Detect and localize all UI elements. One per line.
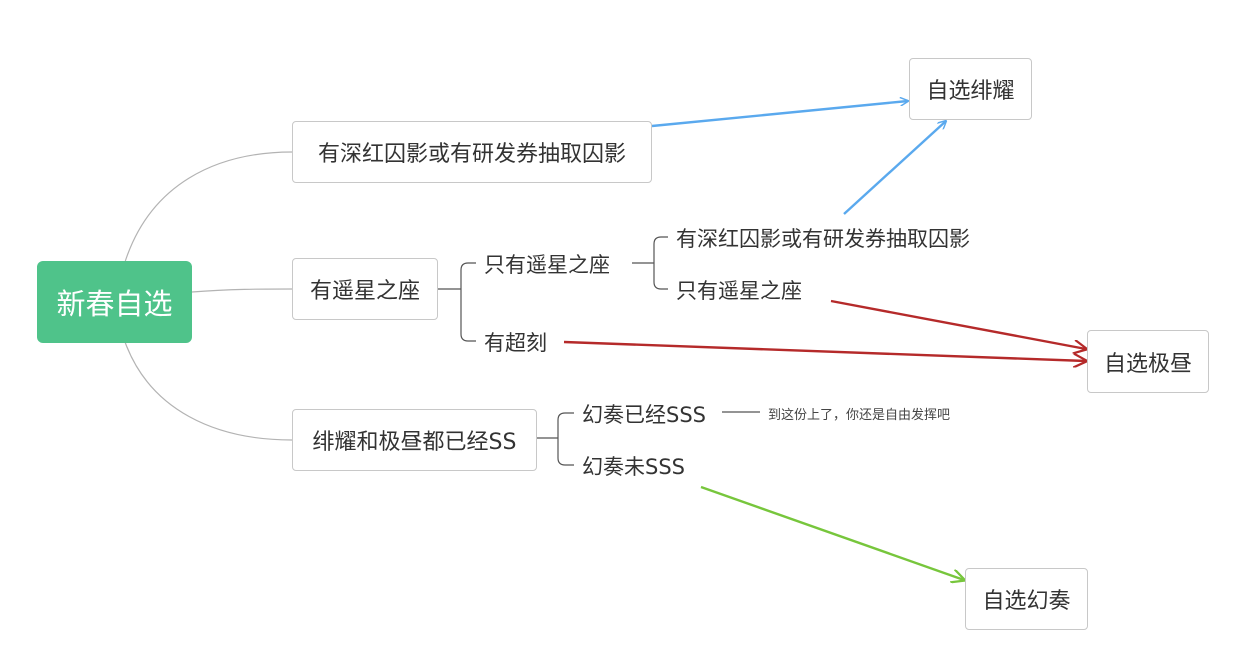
topic-both-ss[interactable]: 绯耀和极昼都已经SS	[292, 409, 537, 471]
arrow-child-deep-red-to-feiyao	[843, 121, 946, 215]
curve-root-to-star-seat	[191, 288, 293, 293]
topic-chaoke[interactable]: 有超刻	[484, 331, 547, 355]
target-feiyao[interactable]: 自选绯耀	[909, 58, 1032, 120]
bracket-only-star-children	[632, 236, 668, 290]
arrow-huanzou-not-to-huanzou	[700, 485, 964, 580]
curve-root-to-sss	[124, 341, 293, 441]
topic-huanzou-sss[interactable]: 幻奏已经SSS	[582, 403, 706, 427]
arrow-only-star-to-jizhou	[830, 299, 1086, 349]
topic-star-seat[interactable]: 有遥星之座	[292, 258, 438, 320]
bracket-sss-children	[537, 412, 574, 466]
arrow-deep-red-to-feiyao	[651, 101, 908, 128]
topic-huanzou-not-sss[interactable]: 幻奏未SSS	[582, 455, 685, 479]
root-topic[interactable]: 新春自选	[37, 261, 192, 343]
topic-only-star-seat[interactable]: 只有遥星之座	[484, 253, 610, 277]
topic-deep-red-shadow-sub[interactable]: 有深红囚影或有研发券抽取囚影	[676, 227, 970, 251]
curve-root-to-deep-red	[124, 151, 293, 263]
arrow-chaoke-to-jizhou	[563, 340, 1086, 361]
bracket-star-seat-children	[438, 262, 476, 342]
note-free-play[interactable]: 到这份上了，你还是自由发挥吧	[768, 407, 951, 423]
topic-only-star-seat-sub[interactable]: 只有遥星之座	[676, 279, 802, 303]
target-jizhou[interactable]: 自选极昼	[1087, 330, 1209, 393]
topic-deep-red-shadow[interactable]: 有深红囚影或有研发券抽取囚影	[292, 121, 652, 183]
target-huanzou[interactable]: 自选幻奏	[965, 568, 1088, 630]
